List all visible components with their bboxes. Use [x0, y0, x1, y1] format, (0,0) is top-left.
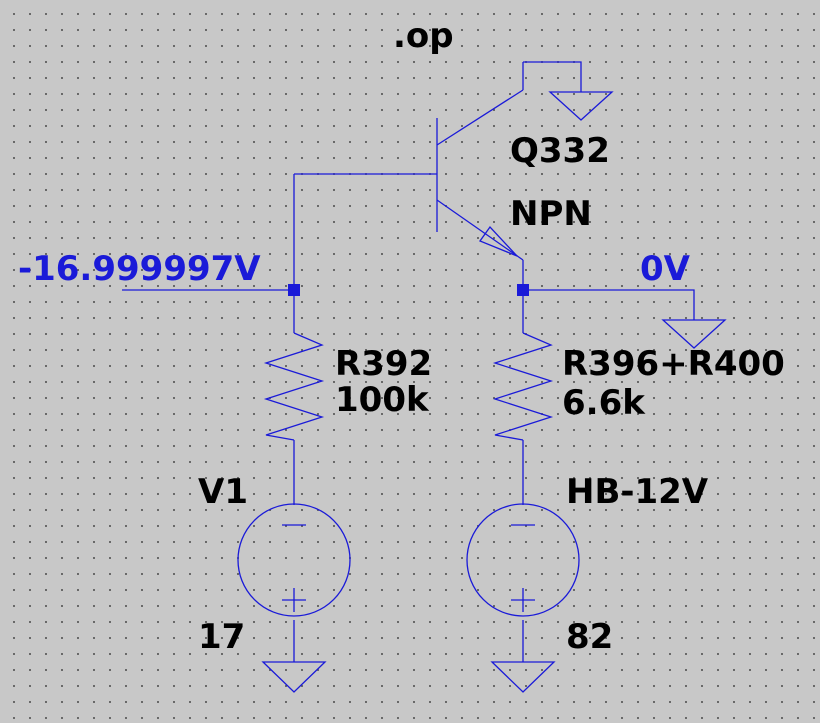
ground-icon	[261, 661, 327, 693]
resistor-r392-name[interactable]: R392	[335, 344, 432, 384]
source-v1-value[interactable]: 17	[198, 617, 245, 657]
resistor-r392-symbol[interactable]	[263, 332, 325, 441]
transistor-model[interactable]: NPN	[510, 194, 592, 234]
emitter-out-wire[interactable]	[523, 289, 695, 320]
ground-icon	[490, 661, 556, 693]
voltage-source-hb12v-symbol[interactable]	[466, 503, 580, 617]
base-wire[interactable]	[293, 173, 437, 290]
op-directive[interactable]: .op	[393, 16, 454, 56]
source-v1-name[interactable]: V1	[198, 472, 248, 512]
ground-icon	[661, 319, 727, 349]
resistor-r396-name[interactable]: R396+R400	[562, 344, 785, 384]
collector-lead	[436, 89, 524, 146]
source-hb12v-name[interactable]: HB-12V	[566, 472, 709, 512]
emitter-voltage-label: 0V	[640, 249, 691, 289]
resistor-r396-symbol[interactable]	[492, 332, 554, 441]
npn-transistor-symbol[interactable]	[436, 62, 524, 261]
transistor-name[interactable]: Q332	[510, 131, 610, 171]
source-hb12v-value[interactable]: 82	[566, 617, 613, 657]
collector-wire[interactable]	[523, 61, 582, 92]
voltage-source-v1-symbol[interactable]	[237, 503, 351, 617]
emitter-lead	[436, 199, 524, 261]
base-voltage-label: -16.999997V	[18, 249, 261, 289]
junction-node	[288, 284, 300, 296]
wires	[122, 61, 695, 662]
resistor-r396-value[interactable]: 6.6k	[562, 383, 646, 423]
resistor-r392-value[interactable]: 100k	[335, 380, 430, 420]
ground-icon	[548, 91, 614, 121]
junction-node	[517, 284, 529, 296]
emitter-arrow-icon	[478, 225, 518, 257]
